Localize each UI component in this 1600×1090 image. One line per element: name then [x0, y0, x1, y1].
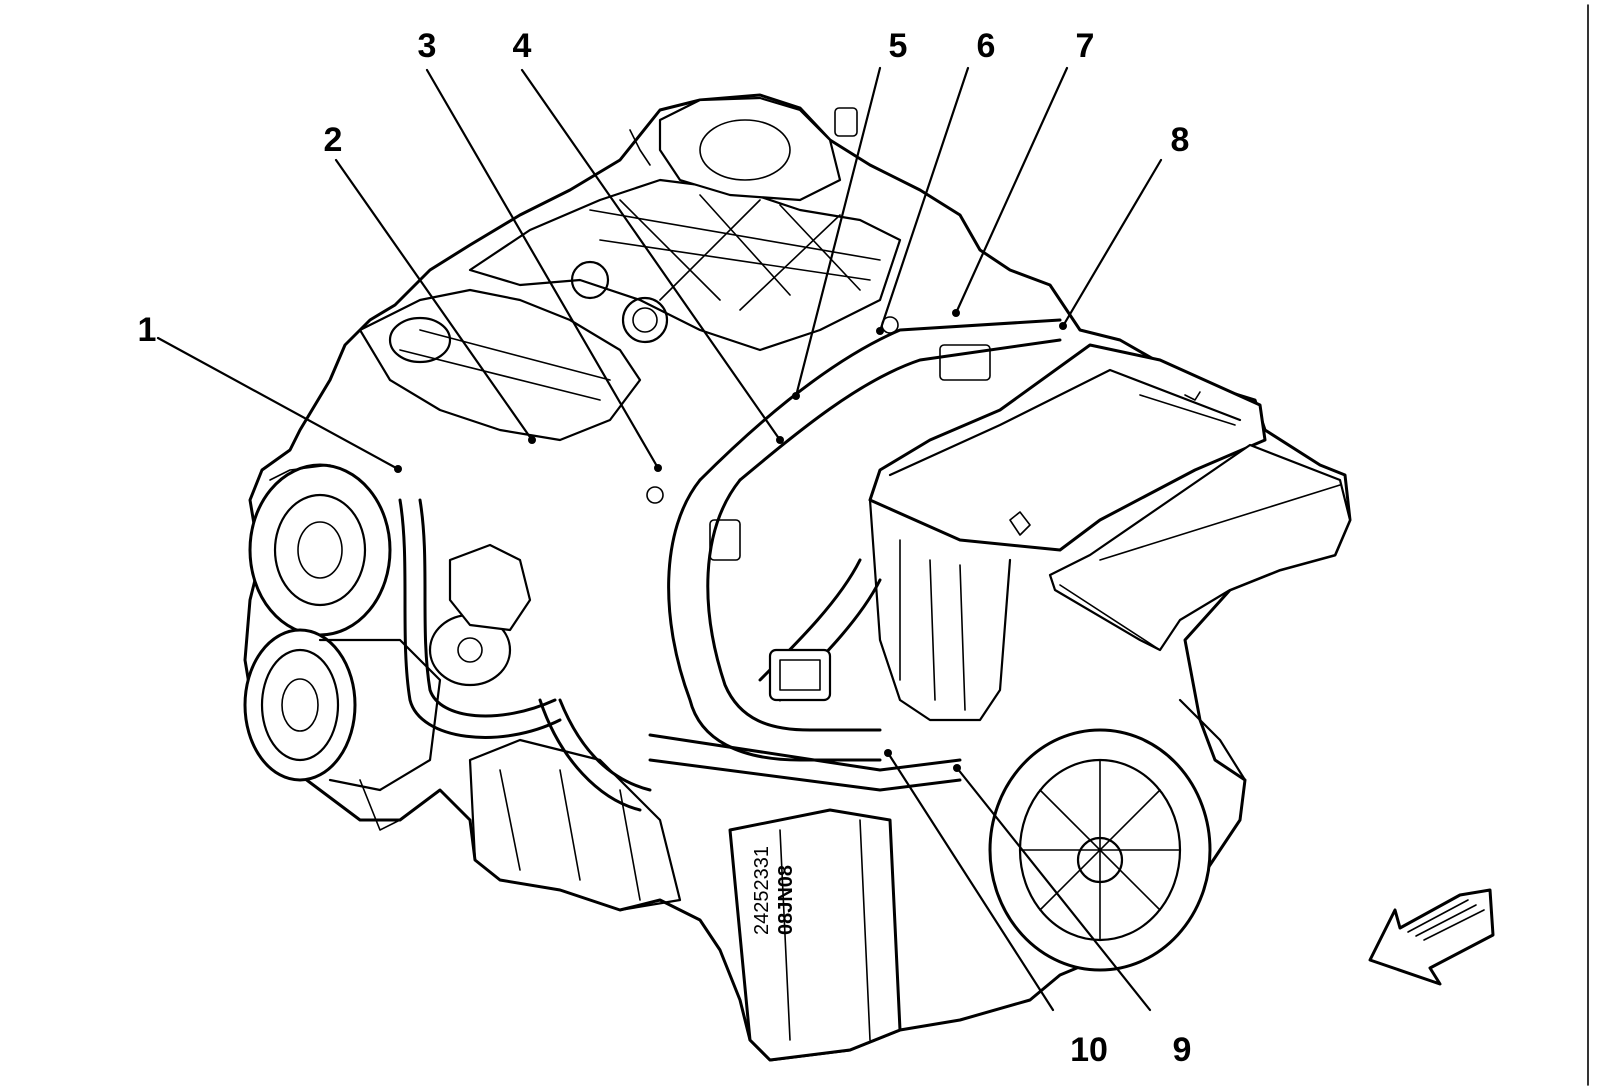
front-direction-arrow-icon — [1368, 888, 1495, 986]
leader-lines — [156, 66, 1163, 1012]
water-pump — [428, 543, 532, 687]
callout-4: 4 — [512, 27, 532, 65]
leader-dot-1 — [394, 465, 402, 473]
leader-dot-9 — [953, 764, 961, 772]
leader-dot-5 — [792, 392, 800, 400]
casting-text-line1: 24252331 — [751, 846, 773, 935]
callout-3: 3 — [417, 27, 437, 65]
leader-line-9 — [955, 766, 1152, 1012]
leader-dot-6 — [876, 327, 884, 335]
callout-2: 2 — [323, 121, 343, 159]
connectors — [646, 316, 991, 702]
leader-line-2 — [334, 158, 534, 442]
leader-line-10 — [886, 751, 1055, 1012]
leader-line-5 — [794, 66, 882, 398]
leader-dot-7 — [952, 309, 960, 317]
fuse-box — [868, 343, 1352, 722]
leader-line-1 — [156, 336, 400, 471]
transmission — [988, 698, 1247, 972]
throttle-body — [629, 96, 858, 202]
oil-pan — [468, 738, 902, 1062]
callout-8: 8 — [1170, 121, 1190, 159]
leader-line-3 — [425, 68, 660, 470]
callout-9: 9 — [1172, 1031, 1192, 1069]
alternator — [248, 463, 392, 637]
casting-text: 24252331 08JN08 — [751, 846, 797, 935]
leader-dot-10 — [884, 749, 892, 757]
leader-line-7 — [954, 66, 1069, 315]
callout-5: 5 — [888, 27, 908, 65]
leader-dot-2 — [528, 436, 536, 444]
leader-line-6 — [878, 66, 970, 333]
leader-dot-8 — [1059, 322, 1067, 330]
leader-line-8 — [1061, 158, 1163, 328]
leader-dot-3 — [654, 464, 662, 472]
casting-text-line2: 08JN08 — [775, 865, 797, 935]
callout-6: 6 — [976, 27, 996, 65]
leader-dot-4 — [776, 436, 784, 444]
leader-line-4 — [520, 68, 782, 442]
callout-7: 7 — [1075, 27, 1095, 65]
valve-cover-left — [358, 288, 642, 442]
callout-1: 1 — [137, 311, 157, 349]
callout-10: 10 — [1070, 1031, 1108, 1069]
intake-manifold — [468, 178, 902, 352]
ac-compressor — [243, 628, 442, 831]
